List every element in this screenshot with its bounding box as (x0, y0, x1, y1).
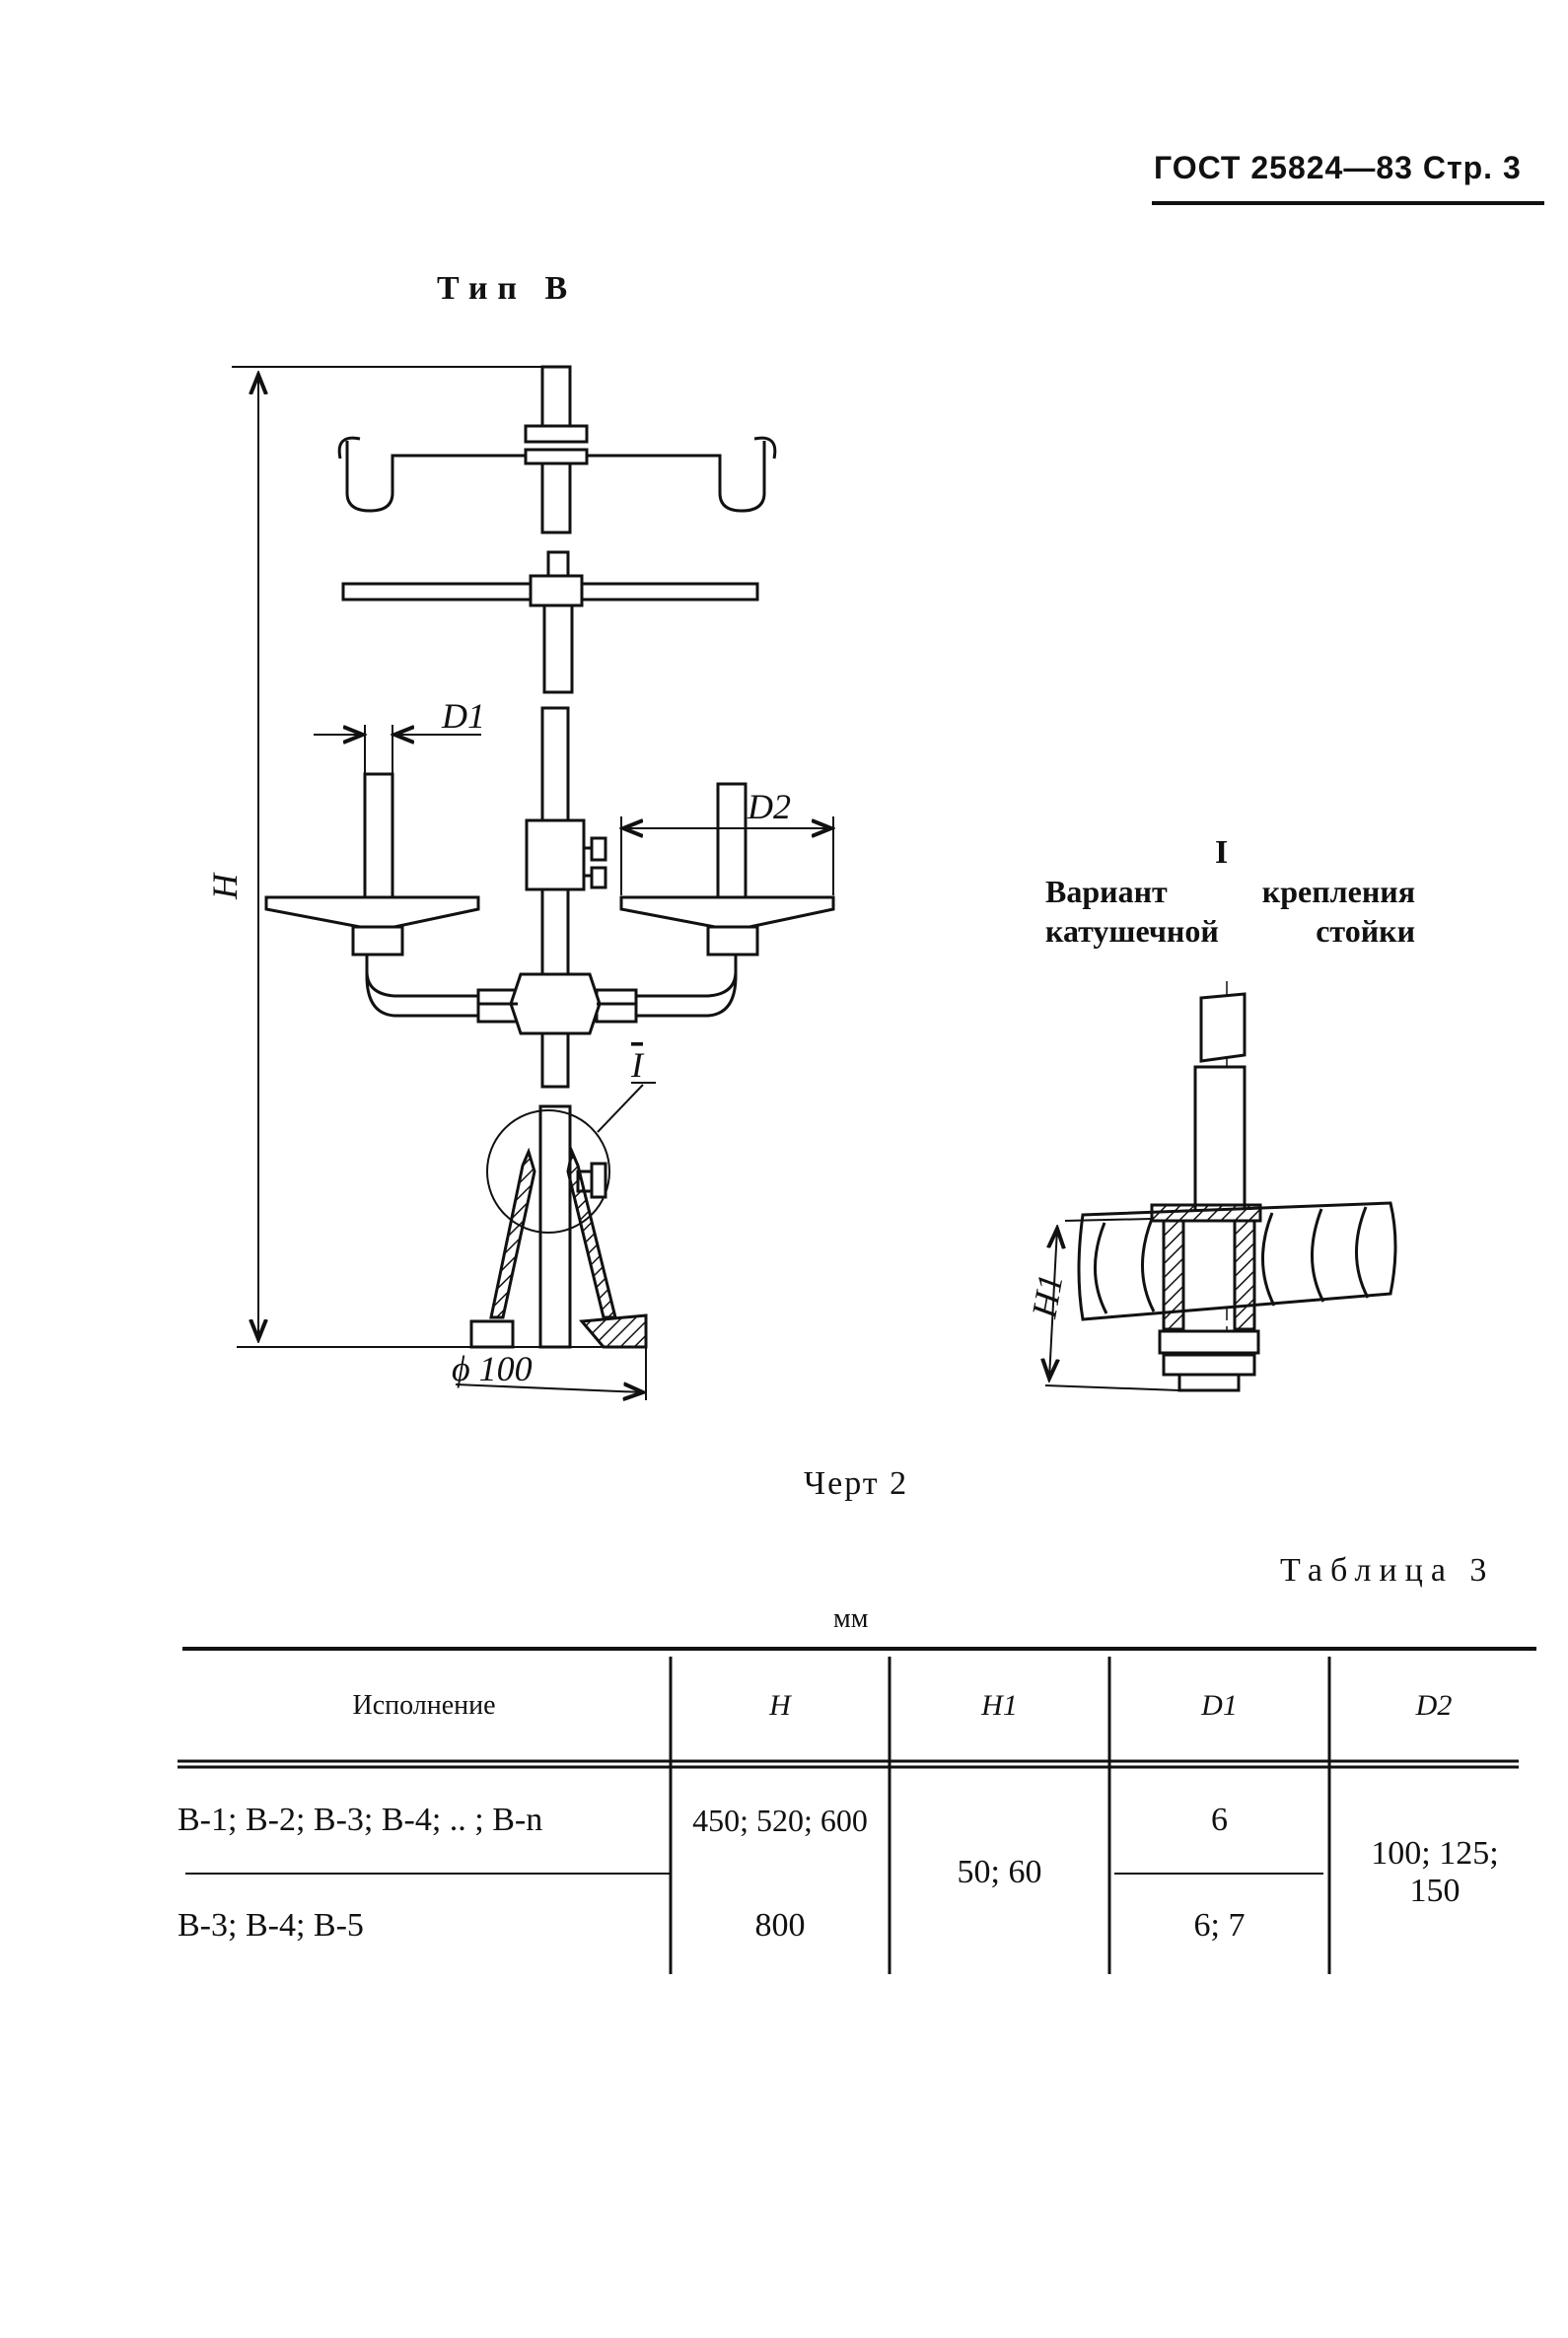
upper-clamp-screw (590, 836, 607, 862)
merged-d2: 100; 125; 150 (1371, 1835, 1499, 1909)
detail-caption: Вариант крепления катушечной стойки (1045, 874, 1415, 949)
detail-drawing (1045, 981, 1397, 1395)
base-foot-right (578, 1313, 648, 1349)
figure-caption: Черт 2 (804, 1465, 909, 1502)
left-cup (264, 895, 480, 929)
right-spindle (716, 782, 748, 914)
detail-nut-2 (1162, 1353, 1256, 1377)
technical-drawing: D1 D2 H H1 ϕ 100 I (205, 365, 1397, 1440)
base-leg-left (489, 1147, 536, 1319)
detail-sleeve-right (1233, 1219, 1256, 1331)
detail-rod-top (1199, 992, 1247, 1063)
header-h1: H1 (981, 1689, 1018, 1722)
left-spindle (363, 772, 394, 914)
label-d2: D2 (747, 787, 791, 826)
row2-h: 800 (754, 1907, 806, 1944)
header-rule (1152, 201, 1544, 205)
figure-type-title: Тип В (437, 270, 578, 307)
right-cup (619, 895, 835, 929)
detail-washer (1150, 1203, 1262, 1223)
label-d1: D1 (441, 696, 485, 736)
row1-h: 450; 520; 600 (692, 1803, 868, 1838)
label-detail-ref: I (630, 1045, 645, 1085)
detail-sleeve-left (1162, 1219, 1185, 1331)
header-d2: D2 (1415, 1689, 1453, 1722)
row1-variant: В-1; В-2; В-3; В-4; .. ; В-n (178, 1802, 543, 1838)
disc-hub (529, 574, 584, 607)
rod-top (540, 365, 572, 436)
rod-bottom (538, 1104, 572, 1349)
rod-segment-1 (540, 454, 572, 534)
table-title: Таблица 3 (1280, 1552, 1495, 1589)
central-connector (509, 972, 602, 1035)
phi100-dimension-line (455, 1384, 643, 1392)
table-units: мм (833, 1603, 869, 1634)
table-grid (178, 1647, 1536, 1974)
header-h: H (769, 1689, 791, 1722)
merged-h1: 50; 60 (957, 1854, 1042, 1890)
h1-dimension-line (1049, 1229, 1057, 1379)
header-variant: Исполнение (352, 1690, 496, 1721)
top-nut (524, 424, 589, 444)
left-hook (337, 436, 361, 460)
left-arm-upper (365, 955, 483, 998)
label-h1: H1 (1024, 1271, 1070, 1321)
label-phi100: ϕ 100 (452, 1349, 533, 1388)
page-header: ГОСТ 25824—83 Стр. 3 (1154, 150, 1522, 185)
label-h: H (205, 872, 245, 900)
stand-assembly (232, 365, 835, 1400)
detail-number: I (1215, 834, 1229, 871)
detail-circle (486, 1109, 610, 1234)
right-cup-hub (706, 925, 759, 956)
base-foot-left (469, 1319, 515, 1349)
detail-nut-1 (1158, 1329, 1260, 1355)
detail-rod-end (1177, 1373, 1241, 1392)
top-washer (524, 448, 589, 465)
row2-d1: 6; 7 (1193, 1907, 1246, 1944)
data-table: Исполнение H H1 D1 D2 В-1; В-2; В-3; В-4… (178, 1639, 1538, 1974)
header-d1: D1 (1201, 1689, 1238, 1722)
upper-clamp (525, 818, 586, 891)
left-cup-hub (351, 925, 404, 956)
row2-variant: В-3; В-4; В-5 (178, 1907, 364, 1944)
right-hook (753, 436, 777, 460)
row1-d1: 6 (1211, 1802, 1228, 1838)
